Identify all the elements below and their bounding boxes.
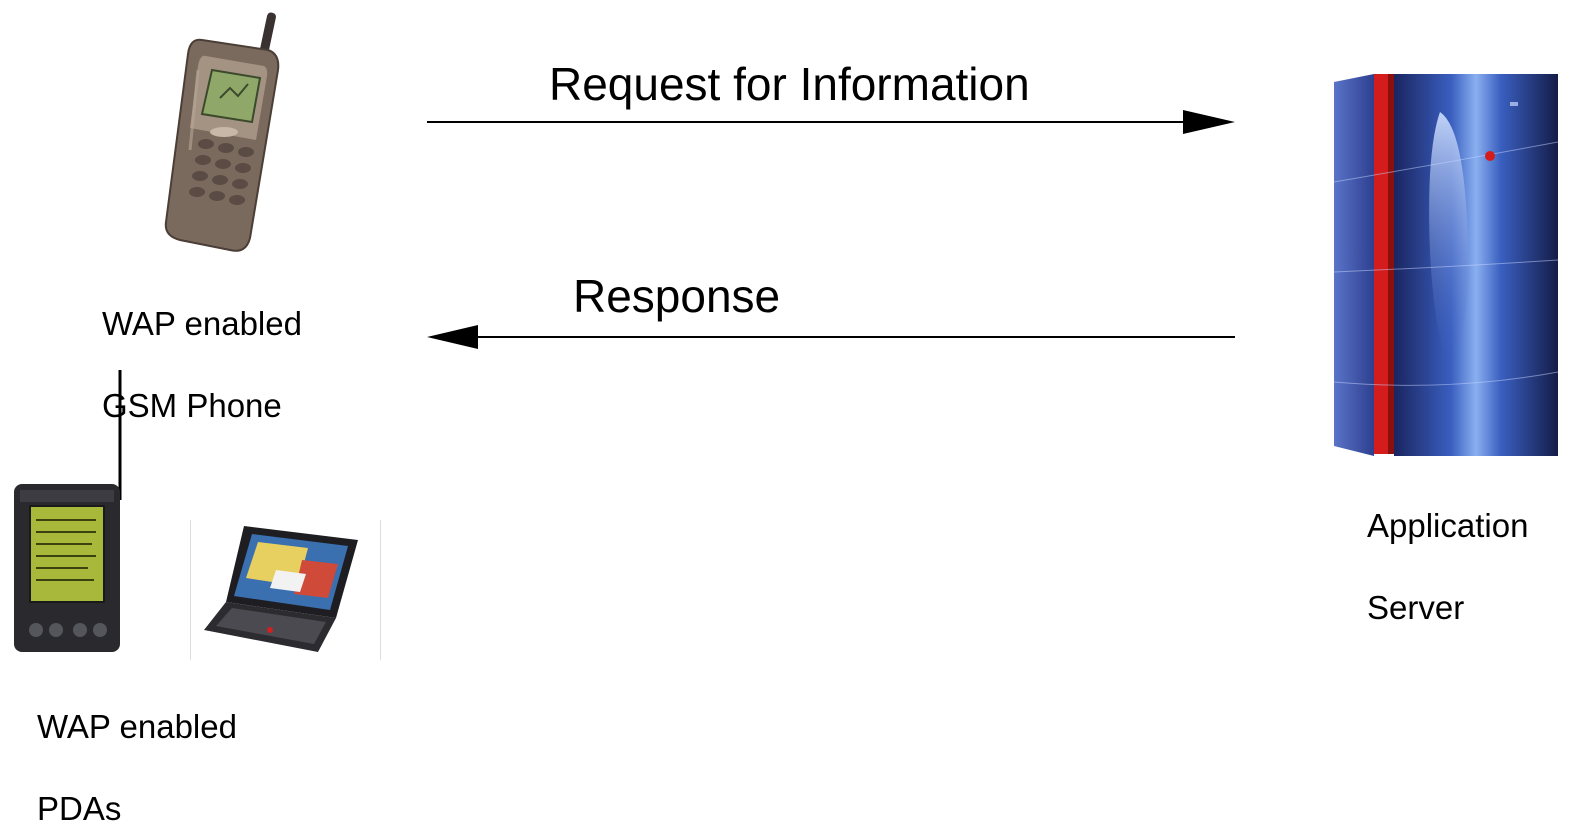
server-label-line1: Application	[1367, 507, 1529, 544]
server-tower-icon	[1333, 74, 1559, 456]
phone-label-line2: GSM Phone	[102, 387, 282, 424]
server-label-line2: Server	[1367, 589, 1465, 626]
request-arrow	[427, 110, 1235, 134]
mobile-phone-icon	[164, 12, 280, 252]
pda-label-line1: WAP enabled	[37, 708, 237, 745]
laptop-icon	[204, 526, 358, 652]
request-label: Request for Information	[549, 58, 1030, 110]
response-arrow	[427, 325, 1235, 349]
pda-icon	[14, 484, 120, 652]
pda-label-line2: PDAs	[37, 790, 122, 827]
pda-label: WAP enabled PDAs	[37, 665, 237, 829]
phone-label-line1: WAP enabled	[102, 305, 302, 342]
diagram-arrows	[118, 110, 1235, 500]
phone-label: WAP enabled GSM Phone	[102, 262, 302, 426]
image-divider	[190, 520, 191, 660]
response-label: Response	[573, 270, 781, 322]
server-label: Application Server	[1367, 464, 1528, 628]
image-divider	[380, 520, 381, 660]
